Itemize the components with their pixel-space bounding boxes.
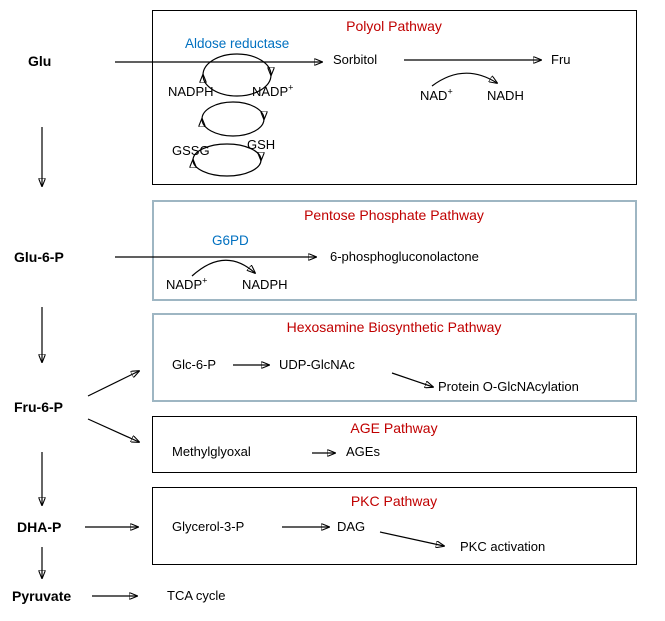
glutathione-reductase-cycle-top-arc xyxy=(201,101,264,119)
glc6p-label: Glc-6-P xyxy=(172,357,217,372)
nadph-nadp-cycle-top-arc xyxy=(202,53,271,75)
dag-label: DAG xyxy=(337,519,366,534)
polyol-pathway-box xyxy=(152,10,637,185)
pentose-pathway-title: Pentose Phosphate Pathway xyxy=(304,207,484,223)
age-pathway-box xyxy=(152,416,637,473)
pkc-pathway-box xyxy=(152,487,637,565)
tca-cycle-label: TCA cycle xyxy=(167,588,226,603)
gssg-label: GSSG xyxy=(172,143,210,158)
glutathione-reductase-cycle-bottom-arc xyxy=(202,119,265,137)
gssg-gsh-cycle-bottom-arc xyxy=(193,160,262,177)
g6pd-label: G6PD xyxy=(212,233,249,248)
arrow-fru6p-to-hexosamine xyxy=(87,371,139,397)
hexosamine-pathway-box xyxy=(152,313,637,402)
pentose-phosphate-pathway-box xyxy=(152,200,637,301)
6-phosphogluconolactone-label: 6-phosphogluconolactone xyxy=(330,249,479,264)
nadph-label-polyol: NADPH xyxy=(168,84,214,99)
nadp-label-polyol: NADP+ xyxy=(252,82,294,99)
age-pathway-title: AGE Pathway xyxy=(350,420,438,436)
methylglyoxal-label: Methylglyoxal xyxy=(172,444,251,459)
udp-glcnac-label: UDP-GlcNAc xyxy=(279,357,355,372)
pkc-pathway-title: PKC Pathway xyxy=(350,493,438,509)
dhap-label: DHA-P xyxy=(17,519,62,535)
hexosamine-pathway-title: Hexosamine Biosynthetic Pathway xyxy=(286,319,502,335)
glu-label: Glu xyxy=(28,53,52,69)
nadh-label: NADH xyxy=(487,88,524,103)
fru6p-label: Fru-6-P xyxy=(14,399,63,415)
gssg-gsh-cycle-top-arc xyxy=(192,143,261,160)
protein-oglcnacylation-label: Protein O-GlcNAcylation xyxy=(438,379,579,394)
nadph-nadp-cycle-bottom-arc xyxy=(203,75,272,97)
glu6p-label: Glu-6-P xyxy=(14,249,64,265)
sorbitol-label: Sorbitol xyxy=(333,52,378,67)
nad-label: NAD+ xyxy=(420,86,453,103)
arrow-fru6p-to-age xyxy=(87,418,139,442)
aldose-reductase-label: Aldose reductase xyxy=(185,36,290,51)
glycerol3p-label: Glycerol-3-P xyxy=(172,519,245,534)
fru-label: Fru xyxy=(551,52,571,67)
polyol-pathway-title: Polyol Pathway xyxy=(346,18,442,34)
arrow-udpglcnac-to-oglcnacylation xyxy=(391,372,433,387)
arrow-dag-to-pkc-activation xyxy=(379,531,444,546)
nadph-label-pentose: NADPH xyxy=(242,277,288,292)
ages-label: AGEs xyxy=(346,444,380,459)
pyruvate-label: Pyruvate xyxy=(12,588,72,604)
pkc-activation-label: PKC activation xyxy=(460,539,546,554)
gsh-label: GSH xyxy=(247,137,276,152)
nadp-label-pentose: NADP+ xyxy=(166,275,208,292)
nad-to-nadh-arc xyxy=(431,72,497,87)
nadp-to-nadph-pentose-arc xyxy=(191,259,255,277)
